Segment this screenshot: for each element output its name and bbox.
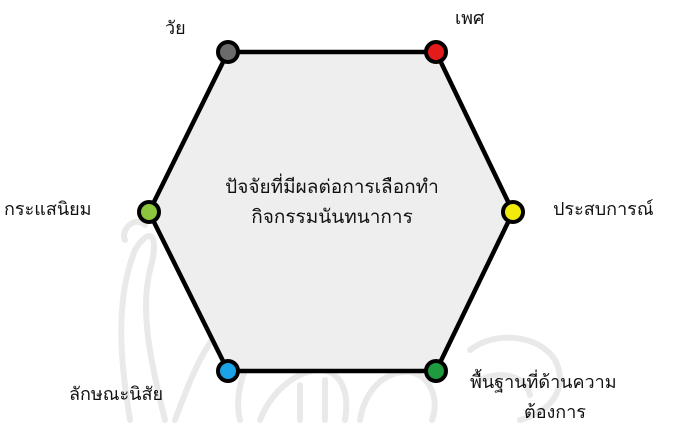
node-gender bbox=[424, 40, 448, 64]
central-topic-line-2: กิจกรรมนันทนาการ bbox=[251, 206, 413, 228]
node-personality bbox=[216, 359, 240, 383]
label-experience: ประสบการณ์ bbox=[553, 199, 654, 220]
label-age: วัย bbox=[165, 18, 186, 39]
label-basic-needs-line-2: ต้องการ bbox=[524, 402, 586, 423]
central-topic: ปัจจัยที่มีผลต่อการเลือกทำ กิจกรรมนันทนา… bbox=[182, 172, 482, 232]
central-topic-line-1: ปัจจัยที่มีผลต่อการเลือกทำ bbox=[225, 176, 439, 198]
node-trend bbox=[137, 200, 161, 224]
node-layer bbox=[137, 40, 525, 383]
label-personality: ลักษณะนิสัย bbox=[69, 384, 163, 405]
node-age bbox=[216, 40, 240, 64]
label-gender: เพศ bbox=[455, 8, 485, 29]
label-basic-needs-line-1: พื้นฐานที่ด้านความ bbox=[470, 372, 617, 393]
label-trend: กระแสนิยม bbox=[4, 199, 92, 220]
node-basic-needs bbox=[424, 359, 448, 383]
node-experience bbox=[501, 200, 525, 224]
